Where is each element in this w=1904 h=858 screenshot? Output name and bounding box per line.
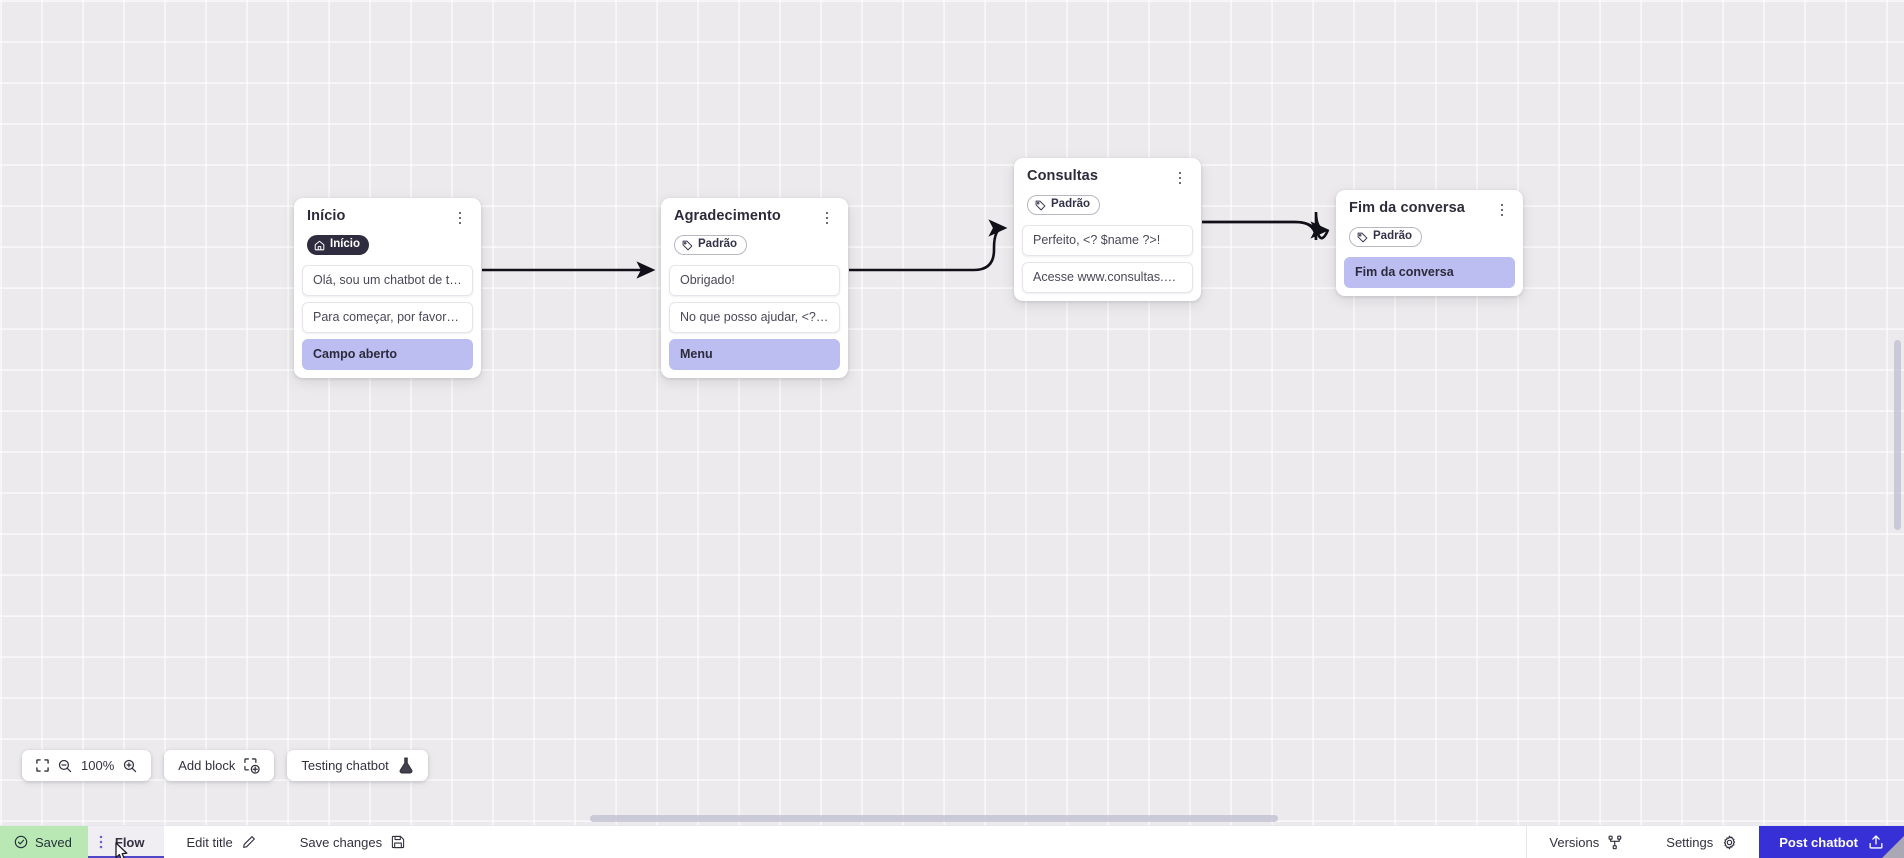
tag-icon (682, 240, 693, 251)
tag-icon (1357, 232, 1368, 243)
node-tag-badge: Início (307, 235, 370, 255)
flow-node-tag-row: Padrão (661, 227, 848, 265)
flow-node-body: Olá, sou um chatbot de teste! Para começa… (294, 264, 481, 378)
flow-node-title: Consultas (1027, 168, 1098, 184)
post-chatbot-label: Post chatbot (1779, 834, 1858, 850)
edit-title-label: Edit title (186, 834, 233, 850)
canvas-toolbar: 100% Add block (22, 750, 428, 781)
node-message-item[interactable]: Perfeito, <? $name ?>! (1022, 224, 1193, 256)
node-message-item[interactable]: No que posso ajudar, <? $name ... (669, 301, 840, 333)
node-tag-label: Padrão (698, 238, 737, 251)
flow-node-header: Fim da conversa (1336, 200, 1523, 219)
node-message-item[interactable]: Para começar, por favor digite o ... (302, 301, 473, 333)
branch-icon (1608, 835, 1622, 850)
zoom-level-label: 100% (81, 758, 115, 773)
saved-status-badge: Saved (0, 826, 88, 858)
flow-node-header: Início (294, 208, 481, 227)
zoom-in-icon[interactable] (123, 759, 137, 773)
versions-button[interactable]: Versions (1527, 826, 1644, 858)
status-bar: Saved Flow Edit title (0, 825, 1904, 858)
drag-dots-icon[interactable] (96, 834, 106, 850)
edge-agradecimento-consultas (849, 219, 1008, 272)
flow-node-body: Fim da conversa (1336, 256, 1523, 296)
saved-label: Saved (35, 834, 72, 850)
node-message-item[interactable]: Obrigado! (669, 264, 840, 296)
node-tag-label: Início (330, 238, 361, 251)
edge-consultas-fim (1202, 211, 1330, 241)
flow-node-header: Consultas (1014, 168, 1201, 187)
node-tag-badge: Padrão (1027, 195, 1100, 215)
zoom-out-icon[interactable] (58, 759, 72, 773)
tab-flow[interactable]: Flow (87, 826, 165, 858)
flow-node-tag-row: Padrão (1336, 219, 1523, 257)
node-menu-kebab-icon[interactable] (819, 209, 835, 227)
flow-node-title: Agradecimento (674, 208, 781, 224)
settings-label: Settings (1666, 834, 1714, 850)
fit-screen-icon[interactable] (36, 759, 49, 772)
flow-connectors (482, 211, 1330, 279)
post-chatbot-button[interactable]: Post chatbot (1759, 826, 1904, 858)
node-action-item[interactable]: Fim da conversa (1344, 256, 1515, 288)
flow-node-tag-row: Padrão (1014, 187, 1201, 225)
save-changes-label: Save changes (299, 834, 383, 850)
flow-node-title: Início (307, 208, 346, 224)
status-bar-left: Saved Flow Edit title (0, 826, 427, 858)
add-block-label: Add block (178, 758, 236, 773)
flow-node-header: Agradecimento (661, 208, 848, 227)
window-resize-grip[interactable] (1882, 836, 1904, 858)
save-changes-button[interactable]: Save changes (278, 826, 427, 858)
horizontal-scrollbar[interactable] (590, 815, 1278, 822)
settings-button[interactable]: Settings (1644, 826, 1759, 858)
node-menu-kebab-icon[interactable] (452, 209, 468, 227)
flow-node-body: Perfeito, <? $name ?>! Acesse www.consult… (1014, 224, 1201, 301)
upload-icon (1868, 834, 1884, 850)
gear-icon (1722, 835, 1737, 850)
edge-consultas-fim-curve (1202, 220, 1330, 240)
add-block-button[interactable]: Add block (164, 750, 275, 781)
node-action-item[interactable]: Campo aberto (302, 338, 473, 370)
status-bar-right: Versions Settings (1526, 826, 1904, 858)
status-bar-spacer (427, 826, 1526, 858)
edit-title-button[interactable]: Edit title (164, 826, 277, 858)
flow-node-title: Fim da conversa (1349, 200, 1465, 216)
node-menu-kebab-icon[interactable] (1494, 201, 1510, 219)
node-tag-label: Padrão (1051, 198, 1090, 211)
node-menu-kebab-icon[interactable] (1172, 169, 1188, 187)
versions-label: Versions (1549, 834, 1600, 850)
flow-node-tag-row: Início (294, 227, 481, 265)
home-icon (314, 240, 325, 251)
vertical-scrollbar[interactable] (1894, 340, 1901, 530)
node-message-item[interactable]: Olá, sou um chatbot de teste! (302, 264, 473, 296)
node-action-item[interactable]: Menu (669, 338, 840, 370)
add-block-icon (244, 757, 261, 774)
zoom-controls[interactable]: 100% (22, 750, 152, 781)
tab-flow-label: Flow (114, 834, 145, 850)
tag-icon (1035, 200, 1046, 211)
node-tag-badge: Padrão (1349, 227, 1422, 247)
floppy-disk-icon (391, 835, 405, 849)
flow-node-body: Obrigado! No que posso ajudar, <? $name .… (661, 264, 848, 378)
testing-chatbot-label: Testing chatbot (301, 758, 389, 773)
flask-icon (398, 757, 414, 774)
check-circle-icon (14, 835, 28, 849)
testing-chatbot-button[interactable]: Testing chatbot (287, 750, 428, 781)
pencil-icon (242, 835, 256, 849)
node-tag-badge: Padrão (674, 235, 747, 255)
node-message-item[interactable]: Acesse www.consultas.com par... (1022, 261, 1193, 293)
node-tag-label: Padrão (1373, 230, 1412, 243)
